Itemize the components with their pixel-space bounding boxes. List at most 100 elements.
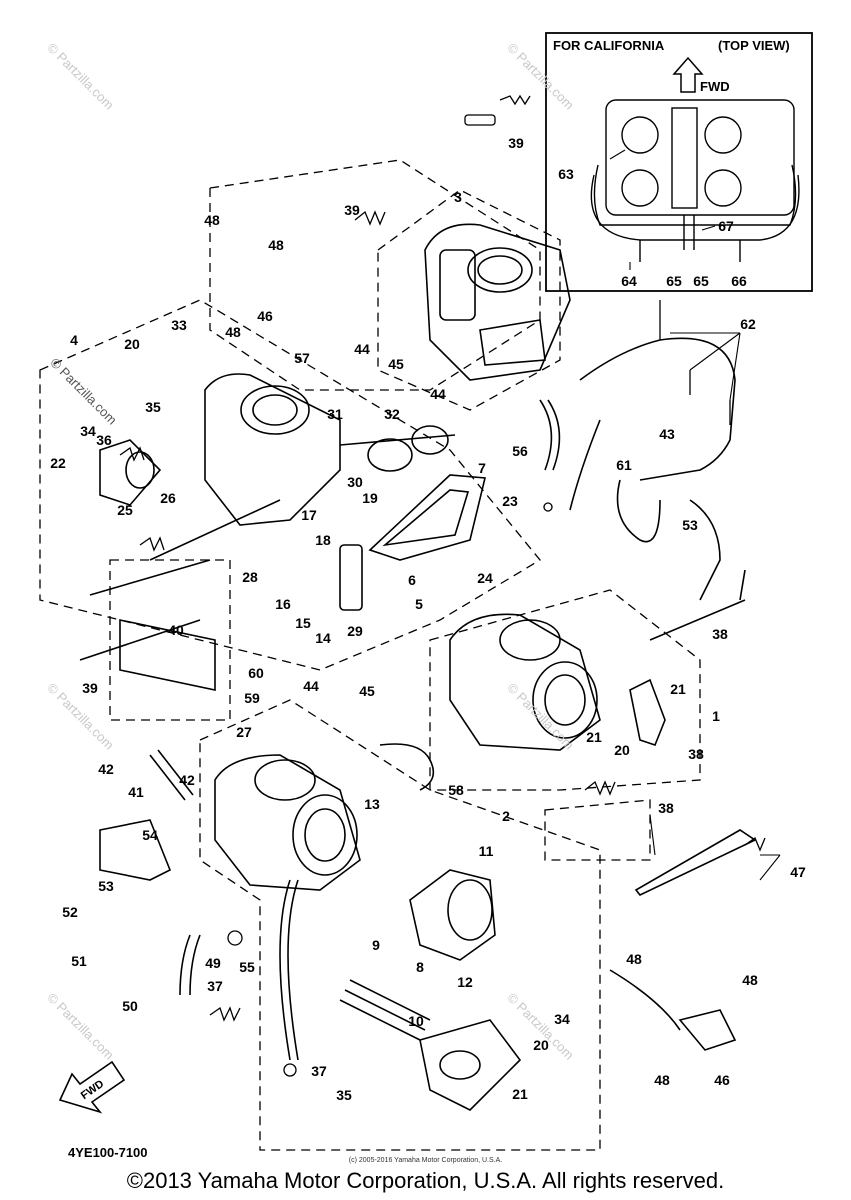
callout-8: 8 <box>416 959 424 975</box>
callout-50: 50 <box>122 998 138 1014</box>
callout-20: 20 <box>124 336 140 352</box>
callout-41: 41 <box>128 784 144 800</box>
leader-lines <box>609 149 781 881</box>
callout-60: 60 <box>248 665 264 681</box>
callout-20: 20 <box>614 742 630 758</box>
callout-6: 6 <box>408 572 416 588</box>
callout-37: 37 <box>207 978 223 994</box>
callout-3: 3 <box>454 189 462 205</box>
callout-18: 18 <box>315 532 331 548</box>
inset-fwd-arrow <box>672 56 704 93</box>
callout-44: 44 <box>430 386 446 402</box>
callout-33: 33 <box>171 317 187 333</box>
callout-63: 63 <box>558 166 574 182</box>
piston-diaphragm-assembly <box>339 869 522 1111</box>
callout-48: 48 <box>654 1072 670 1088</box>
callout-34: 34 <box>554 1011 570 1027</box>
callout-20: 20 <box>533 1037 549 1053</box>
callout-11: 11 <box>478 843 494 859</box>
callout-35: 35 <box>145 399 161 415</box>
callout-34: 34 <box>80 423 96 439</box>
assembly-outlines <box>39 159 701 1151</box>
callout-47: 47 <box>790 864 806 880</box>
small-parts <box>119 94 766 1077</box>
callout-54: 54 <box>142 827 158 843</box>
callout-44: 44 <box>303 678 319 694</box>
callout-53: 53 <box>682 517 698 533</box>
callout-13: 13 <box>364 796 380 812</box>
callout-57: 57 <box>294 350 310 366</box>
copyright-line: ©2013 Yamaha Motor Corporation, U.S.A. A… <box>126 1168 725 1193</box>
callout-38: 38 <box>712 626 728 642</box>
callout-26: 26 <box>160 490 176 506</box>
callout-56: 56 <box>512 443 528 459</box>
callout-39: 39 <box>344 202 360 218</box>
callout-7: 7 <box>478 460 486 476</box>
callout-39: 39 <box>82 680 98 696</box>
callout-25: 25 <box>117 502 133 518</box>
callout-30: 30 <box>347 474 363 490</box>
callout-19: 19 <box>362 490 378 506</box>
inset-fwd-label: FWD <box>700 79 730 94</box>
callout-23: 23 <box>502 493 518 509</box>
callout-43: 43 <box>659 426 675 442</box>
inset-carburetor-bank <box>590 99 800 262</box>
bottom-fwd-arrow <box>58 1060 126 1114</box>
callout-10: 10 <box>408 1013 424 1029</box>
callout-17: 17 <box>301 507 317 523</box>
callout-16: 16 <box>275 596 291 612</box>
callout-38: 38 <box>658 800 674 816</box>
callout-59: 59 <box>244 690 260 706</box>
callout-5: 5 <box>415 596 423 612</box>
callout-31: 31 <box>327 406 343 422</box>
california-inset-frame <box>545 32 813 292</box>
callout-52: 52 <box>62 904 78 920</box>
callout-48: 48 <box>626 951 642 967</box>
callout-24: 24 <box>477 570 493 586</box>
callout-48: 48 <box>742 972 758 988</box>
carburetor-body-left <box>89 373 341 596</box>
callout-4: 4 <box>70 332 78 348</box>
callout-21: 21 <box>586 729 602 745</box>
callout-48: 48 <box>225 324 241 340</box>
callout-42: 42 <box>98 761 114 777</box>
callout-36: 36 <box>96 432 112 448</box>
diagram-part-code: 4YE100-7100 <box>68 1145 148 1160</box>
callout-28: 28 <box>242 569 258 585</box>
callout-38: 38 <box>688 746 704 762</box>
callout-67: 67 <box>718 218 734 234</box>
carburetor-body-right <box>449 613 666 751</box>
callout-65: 65 <box>693 273 709 289</box>
callout-2: 2 <box>502 808 510 824</box>
callout-27: 27 <box>236 724 252 740</box>
callout-32: 32 <box>384 406 400 422</box>
callout-55: 55 <box>239 959 255 975</box>
california-inset-title: FOR CALIFORNIA <box>553 38 665 53</box>
callout-53: 53 <box>98 878 114 894</box>
callout-46: 46 <box>257 308 273 324</box>
callout-42: 42 <box>179 772 195 788</box>
hoses-cables <box>179 337 736 1061</box>
callout-35: 35 <box>336 1087 352 1103</box>
callout-49: 49 <box>205 955 221 971</box>
carburetor-body-top <box>424 223 571 381</box>
callout-14: 14 <box>315 630 331 646</box>
callout-51: 51 <box>71 953 87 969</box>
linkage-rods <box>79 569 757 1051</box>
callout-40: 40 <box>168 622 184 638</box>
callout-61: 61 <box>616 457 632 473</box>
float-bowl-assembly <box>339 425 486 611</box>
callout-46: 46 <box>714 1072 730 1088</box>
callout-37: 37 <box>311 1063 327 1079</box>
small-copyright-line: (c) 2005-2016 Yamaha Motor Corporation, … <box>348 1157 503 1164</box>
carburetor-body-bottom <box>99 754 361 891</box>
callout-1: 1 <box>712 708 720 724</box>
callout-22: 22 <box>50 455 66 471</box>
callout-48: 48 <box>268 237 284 253</box>
callout-44: 44 <box>354 341 370 357</box>
callout-66: 66 <box>731 273 747 289</box>
callout-21: 21 <box>670 681 686 697</box>
callout-64: 64 <box>621 273 637 289</box>
callout-45: 45 <box>388 356 404 372</box>
